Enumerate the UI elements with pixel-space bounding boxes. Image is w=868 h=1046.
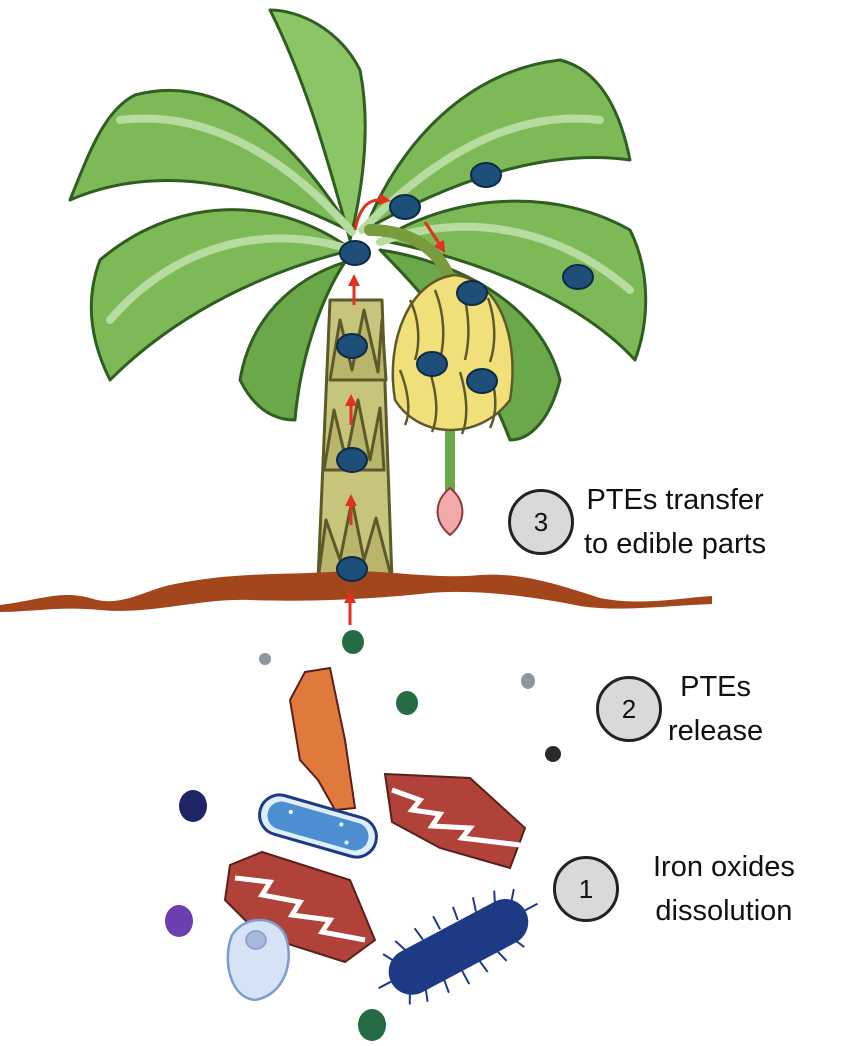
step-label: PTEs transfer to edible parts — [584, 478, 766, 566]
step-number-badge: 2 — [596, 676, 662, 742]
step-1: 1 Iron oxides dissolution — [553, 845, 795, 933]
bacterium-icon — [258, 793, 378, 859]
pte-particles-plant — [336, 162, 594, 582]
bunch-stalk — [364, 224, 456, 286]
step-label-line: PTEs — [680, 671, 752, 703]
cell-icon — [226, 918, 290, 1002]
step-label-line: release — [668, 715, 764, 747]
arrow-down-icon — [423, 221, 446, 254]
step-label-line: to edible parts — [584, 528, 767, 560]
step-label-line: dissolution — [655, 895, 793, 927]
step-label-line: Iron oxides — [653, 851, 795, 883]
step-number-badge: 1 — [553, 856, 619, 922]
soil-particles — [165, 630, 561, 1041]
bacterium-icon — [378, 888, 538, 1005]
step-2: 2 PTEs release — [596, 665, 763, 753]
arrow-curve-icon — [353, 193, 391, 231]
step-label: PTEs release — [668, 665, 763, 753]
step-3: 3 PTEs transfer to edible parts — [508, 478, 766, 566]
banana-bunch-icon — [391, 273, 514, 435]
uptake-arrows — [344, 193, 446, 625]
soil-line — [0, 571, 712, 612]
step-label: Iron oxides dissolution — [653, 845, 795, 933]
banana-flower-icon — [436, 486, 464, 537]
step-label-line: PTEs transfer — [586, 484, 764, 516]
step-number-badge: 3 — [508, 489, 574, 555]
